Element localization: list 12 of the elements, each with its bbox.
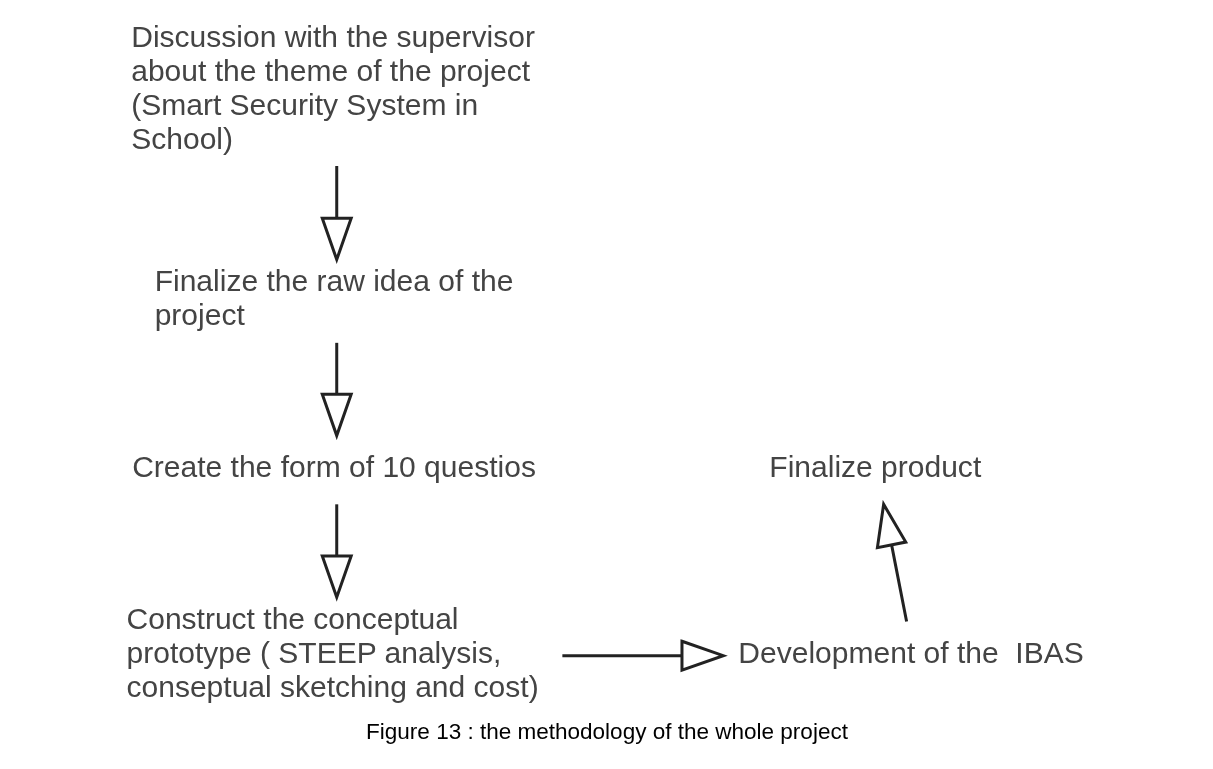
node-text: Finalize the raw idea of the project [154, 264, 513, 331]
arrow [319, 504, 353, 602]
node-text: Finalize product [768, 450, 981, 484]
node-text: Development of the IBAS [737, 635, 1084, 669]
node-text: Create the form of 10 questios [131, 450, 536, 484]
arrow [561, 639, 728, 673]
node-text: Discussion with the supervisor about the theme of the project (Smart Security System in School) [130, 20, 535, 155]
caption: Figure 13 : the methodology of the whole project [365, 719, 848, 745]
arrow [875, 499, 908, 622]
node-text: Construct the conceptual prototype ( STEEP analysis, conseptual sketching and cost) [126, 602, 539, 703]
arrow [319, 166, 353, 265]
arrow [319, 342, 353, 441]
